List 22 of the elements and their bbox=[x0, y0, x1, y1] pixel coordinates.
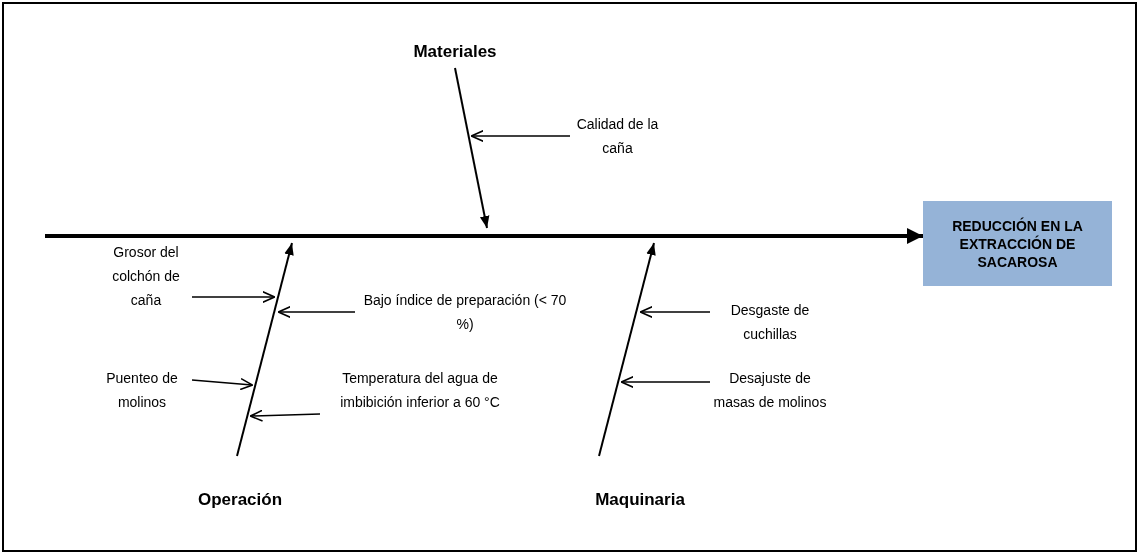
arrow bbox=[249, 409, 321, 422]
cause-text: Puenteo de molinos bbox=[92, 366, 192, 414]
arrow bbox=[191, 290, 276, 304]
cause-text: Grosor del colchón de caña bbox=[100, 240, 192, 312]
arrow bbox=[277, 305, 356, 319]
arrow bbox=[639, 305, 711, 319]
cause-text: Calidad de la caña bbox=[570, 112, 665, 160]
arrow bbox=[620, 375, 711, 389]
cause-text: Desgaste de cuchillas bbox=[710, 298, 830, 346]
category-label: Operación bbox=[180, 456, 300, 512]
spine-arrow bbox=[45, 228, 923, 244]
effect-box: REDUCCIÓN EN LA EXTRACCIÓN DE SACAROSA bbox=[923, 201, 1112, 286]
arrow bbox=[191, 377, 254, 391]
category-label: Maquinaria bbox=[570, 456, 710, 512]
cause-text: Bajo índice de preparación (< 70 %) bbox=[355, 288, 575, 336]
category-label: Materiales bbox=[400, 40, 510, 68]
bone-arrow bbox=[454, 67, 490, 229]
bone-arrow bbox=[236, 242, 294, 457]
cause-text: Desajuste de masas de molinos bbox=[710, 354, 830, 426]
bone-arrow bbox=[598, 242, 656, 457]
arrow bbox=[470, 129, 571, 143]
cause-text: Temperatura del agua de imbibición inferior a 60 °C bbox=[320, 366, 520, 414]
